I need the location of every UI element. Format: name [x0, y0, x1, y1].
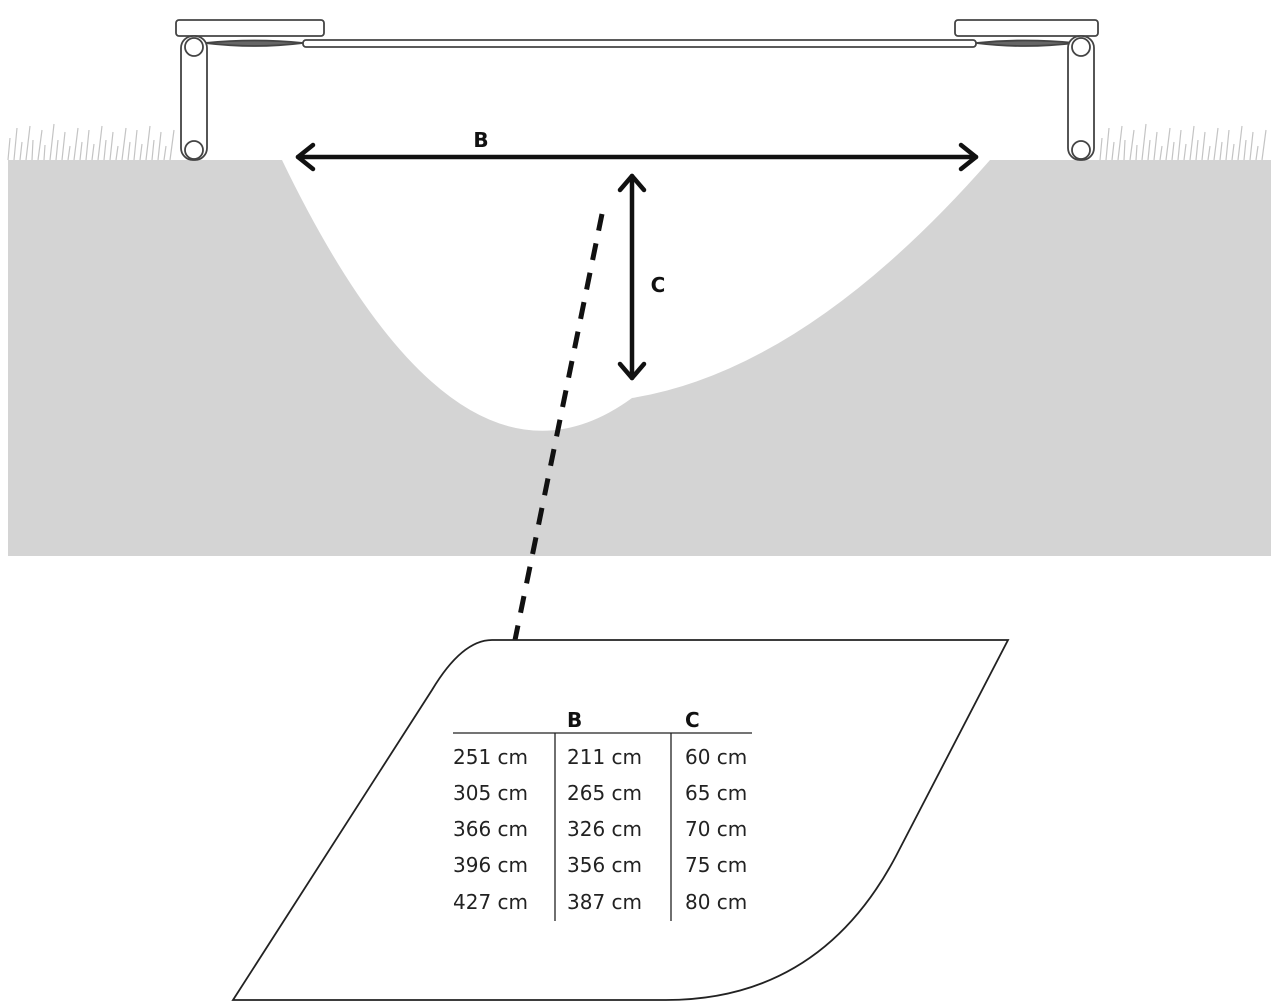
table-cell-b: 356 cm [567, 853, 642, 877]
frame-pad-left [175, 19, 325, 37]
dimension-c-label: C [651, 273, 666, 297]
dimension-b-arrow [295, 142, 979, 172]
size-table: B C 251 cm 211 cm 60 cm 305 cm 265 cm 65… [453, 708, 752, 921]
table-cell-c: 65 cm [685, 781, 747, 805]
ground-section [8, 160, 1271, 556]
table-row: 305 cm 265 cm 65 cm [453, 781, 747, 805]
grass-left [7, 123, 175, 161]
table-row: 366 cm 326 cm 70 cm [453, 817, 747, 841]
spring-right [975, 39, 1076, 47]
table-callout-card [231, 639, 1010, 1001]
table-cell-b: 211 cm [567, 745, 642, 769]
dimension-c-arrow [617, 173, 647, 381]
table-cell-size: 251 cm [453, 745, 528, 769]
table-cell-size: 396 cm [453, 853, 528, 877]
table-cell-c: 80 cm [685, 890, 747, 914]
grass-right [1099, 123, 1267, 161]
table-cell-b: 265 cm [567, 781, 642, 805]
trampoline-frame [175, 19, 1099, 161]
table-cell-b: 387 cm [567, 890, 642, 914]
table-cell-size: 305 cm [453, 781, 528, 805]
dimension-b-label: B [473, 128, 488, 152]
frame-pad-right [954, 19, 1099, 37]
leader-line [512, 213, 605, 641]
spring-left [204, 39, 304, 47]
table-cell-b: 326 cm [567, 817, 642, 841]
table-cell-c: 75 cm [685, 853, 747, 877]
table-cell-c: 60 cm [685, 745, 747, 769]
frame-leg-left [180, 35, 208, 161]
frame-leg-right [1067, 35, 1095, 161]
table-row: 251 cm 211 cm 60 cm [453, 745, 747, 769]
trampoline-mat [302, 39, 977, 48]
table-cell-size: 366 cm [453, 817, 528, 841]
table-row: 396 cm 356 cm 75 cm [453, 853, 747, 877]
table-header-b: B [567, 708, 582, 732]
table-cell-size: 427 cm [453, 890, 528, 914]
table-row: 427 cm 387 cm 80 cm [453, 890, 747, 914]
table-cell-c: 70 cm [685, 817, 747, 841]
table-header-c: C [685, 708, 700, 732]
